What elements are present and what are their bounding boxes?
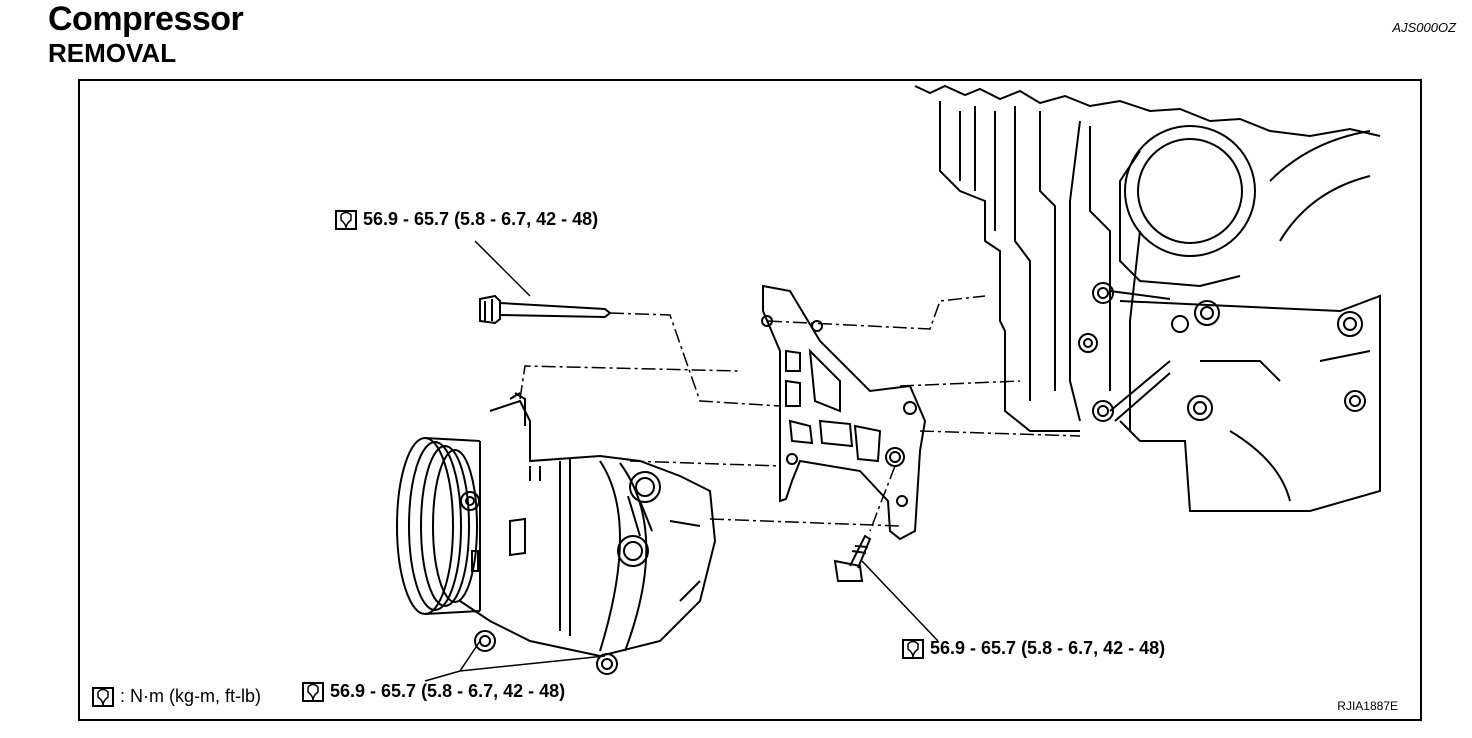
- units-legend: : N·m (kg-m, ft-lb): [92, 686, 261, 707]
- document-code: AJS000OZ: [1392, 20, 1456, 35]
- torque-spec-right: 56.9 - 65.7 (5.8 - 6.7, 42 - 48): [902, 638, 1165, 659]
- torque-value-bottom: 56.9 - 65.7 (5.8 - 6.7, 42 - 48): [330, 681, 566, 701]
- units-legend-text: : N·m (kg-m, ft-lb): [120, 686, 261, 706]
- torque-wrench-icon: [902, 638, 924, 659]
- torque-spec-bottom: 56.9 - 65.7 (5.8 - 6.7, 42 - 48): [302, 681, 565, 702]
- compressor-drawing: [396, 392, 717, 675]
- figure-frame: 56.9 - 65.7 (5.8 - 6.7, 42 - 48) 56.9 - …: [78, 79, 1422, 721]
- torque-spec-top: 56.9 - 65.7 (5.8 - 6.7, 42 - 48): [335, 209, 598, 230]
- section-subtitle: REMOVAL: [48, 38, 177, 68]
- leader-lines: [424, 240, 939, 682]
- torque-value-right: 56.9 - 65.7 (5.8 - 6.7, 42 - 48): [930, 638, 1166, 658]
- figure-reference: RJIA1887E: [1337, 699, 1398, 713]
- torque-wrench-icon: [92, 686, 114, 707]
- torque-wrench-icon: [302, 681, 324, 702]
- long-bolt-drawing: [479, 294, 612, 325]
- engine-block-drawing: [914, 84, 1381, 512]
- short-bolt-drawing: [833, 534, 872, 582]
- page-title: Compressor: [48, 0, 244, 38]
- torque-value-top: 56.9 - 65.7 (5.8 - 6.7, 42 - 48): [363, 209, 599, 229]
- alignment-lines: [519, 295, 1081, 532]
- compressor-bracket-drawing: [761, 284, 927, 541]
- torque-wrench-icon: [335, 209, 357, 230]
- compressor-removal-illustration: [396, 84, 1381, 682]
